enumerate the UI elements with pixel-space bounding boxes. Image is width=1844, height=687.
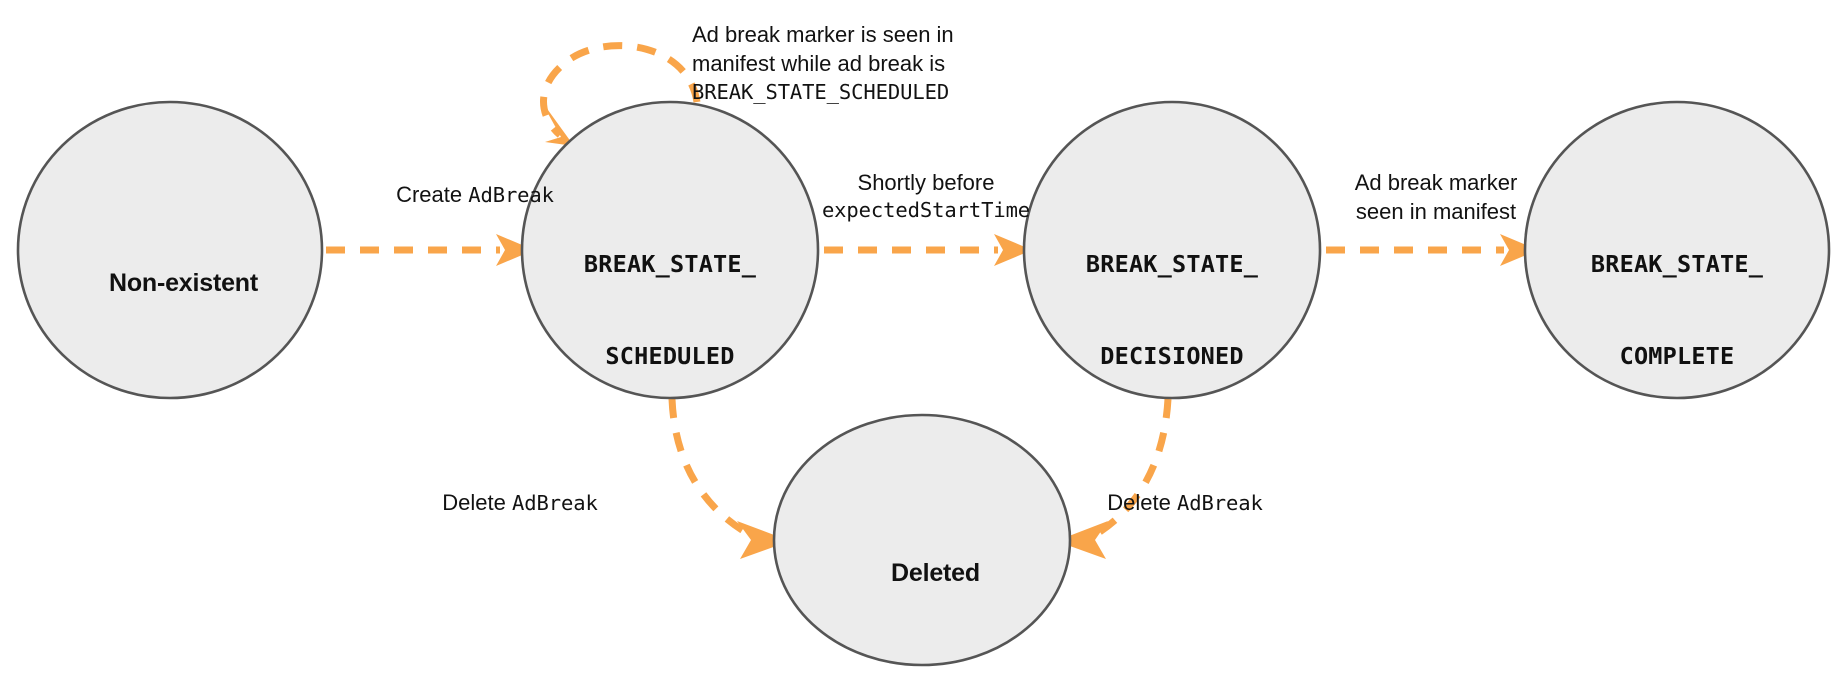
edge-create-adbreak <box>326 234 534 266</box>
node-break-state-decisioned[interactable] <box>1022 100 1322 400</box>
node-deleted[interactable] <box>772 413 1072 667</box>
edge-ad-break-marker-seen-in-manifest <box>1326 234 1538 266</box>
node-break-state-scheduled[interactable] <box>520 100 820 400</box>
edge-delete-adbreak-from-scheduled <box>668 398 790 559</box>
node-break-state-complete[interactable] <box>1523 100 1831 400</box>
edge-delete-adbreak-from-decisioned <box>1056 398 1172 559</box>
node-non-existent[interactable] <box>16 100 324 400</box>
edge-seen-in-manifest-self-loop <box>540 42 701 146</box>
edge-shortly-before-expected-start-time <box>824 234 1032 266</box>
